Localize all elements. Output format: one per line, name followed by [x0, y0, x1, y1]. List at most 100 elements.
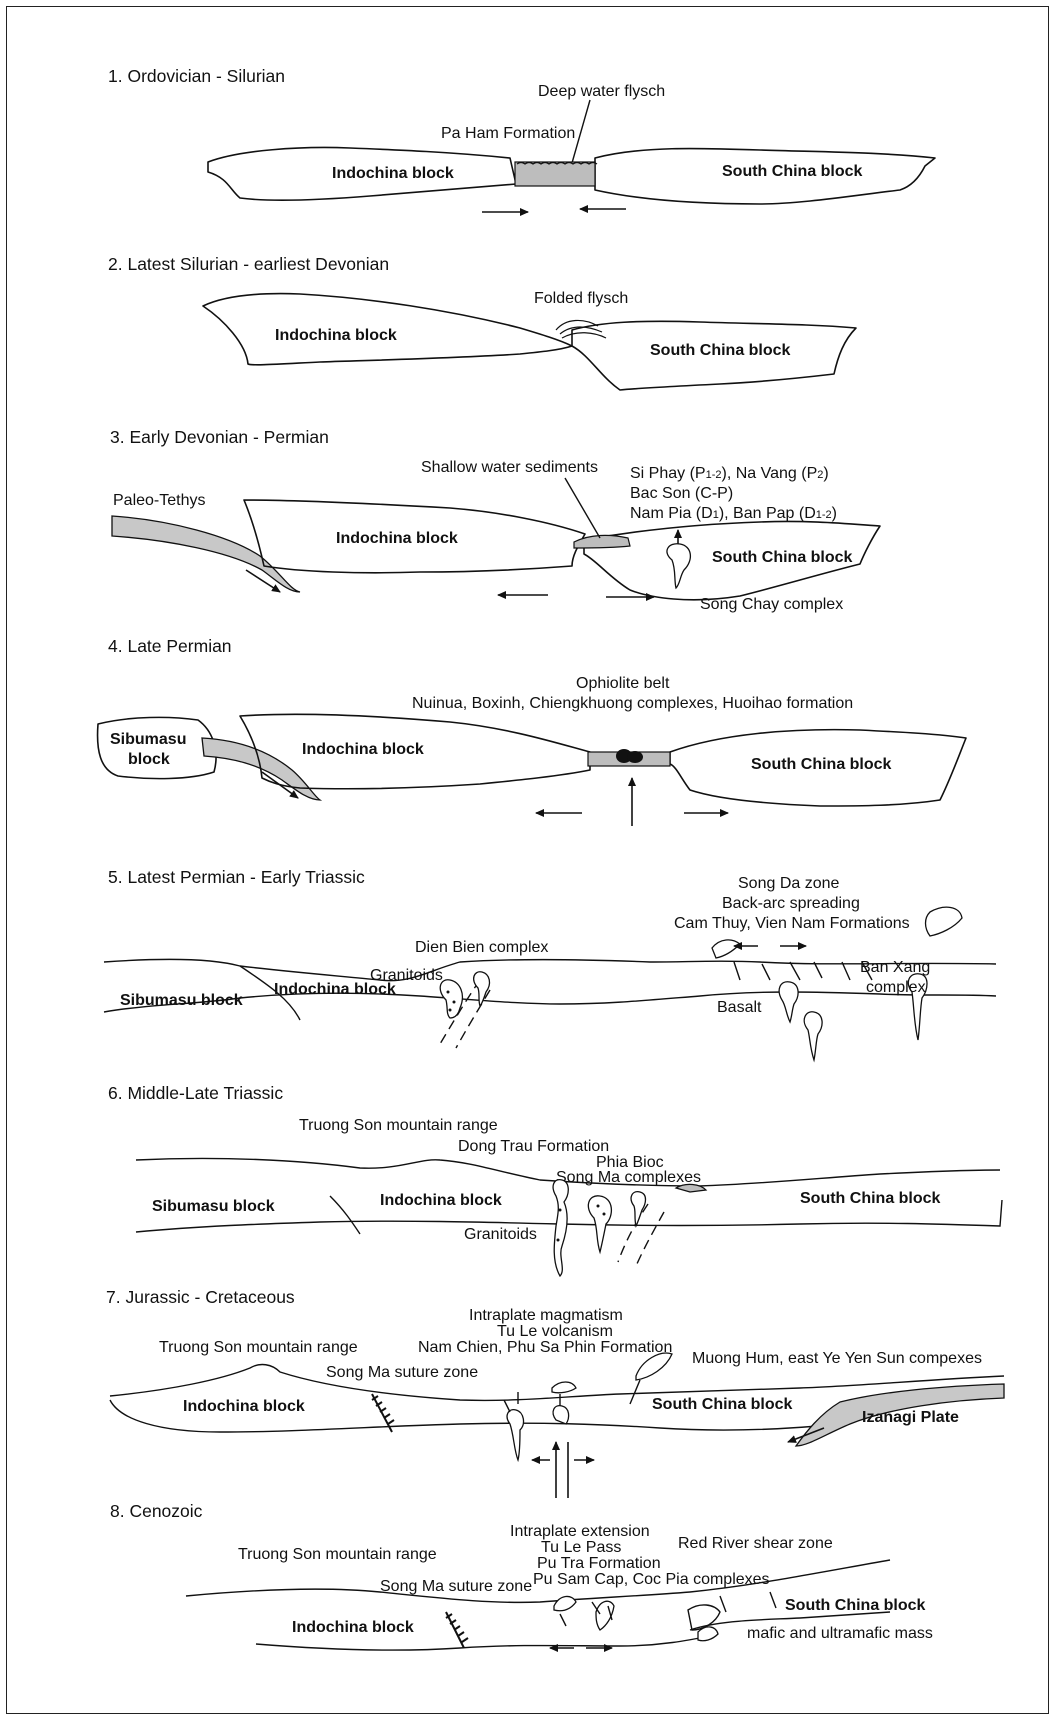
panel-3: 3. Early Devonian - Permian Shallow wate… [110, 427, 881, 613]
indochina-block-shape-3 [243, 499, 586, 574]
volcanic-flow-7a [551, 1381, 577, 1394]
back-arc-faults-5 [733, 961, 873, 981]
panel-3-title: 3. Early Devonian - Permian [110, 427, 329, 447]
label-song-chay-complex: Song Chay complex [700, 596, 843, 613]
label-south-china-block-8: South China block [785, 1597, 926, 1614]
label-south-china-block-3: South China block [712, 549, 853, 566]
label-south-china-block-2: South China block [650, 342, 791, 359]
indochina-block-shape-4 [239, 713, 591, 790]
label-truong-son-7: Truong Son mountain range [159, 1339, 358, 1356]
label-ban-xang-5b: complex [866, 979, 926, 996]
ophiolite-body-2 [627, 751, 643, 763]
intraplate-pluton-7a [506, 1409, 525, 1463]
label-bac-son: Bac Son (C-P) [630, 485, 733, 502]
red-river-faults [719, 1591, 777, 1613]
granitoid-pluton-5a [439, 979, 464, 1019]
south-china-block-shape-2 [571, 320, 857, 391]
label-truong-son-6: Truong Son mountain range [299, 1117, 498, 1134]
panel-2-title: 2. Latest Silurian - earliest Devonian [108, 254, 389, 274]
song-ma-basin [674, 1183, 708, 1193]
label-tu-le-volcanism: Tu Le volcanism [497, 1323, 613, 1340]
extension-faults-8 [559, 1601, 613, 1627]
label-dien-bien-complex: Dien Bien complex [415, 939, 548, 956]
label-ophiolite-belt: Ophiolite belt [576, 675, 670, 692]
leader-shallow [564, 477, 601, 539]
granitoid-pluton-5b [472, 971, 491, 1008]
pu-sam-cap-body-8 [595, 1600, 615, 1631]
pa-ham-basin [514, 161, 596, 187]
label-muong-hum: Muong Hum, east Ye Yen Sun compexes [692, 1350, 982, 1367]
label-indochina-block-8: Indochina block [292, 1619, 414, 1636]
label-basalt: Basalt [717, 999, 762, 1016]
subducting-slab-4 [201, 737, 323, 801]
pluton-dot [448, 1008, 452, 1012]
mafic-mass [697, 1626, 719, 1642]
panel-8-title: 8. Cenozoic [110, 1501, 203, 1521]
label-sibumasu-4b: block [128, 751, 170, 768]
label-truong-son-8: Truong Son mountain range [238, 1546, 437, 1563]
panel-6-title: 6. Middle-Late Triassic [108, 1083, 283, 1103]
label-folded-flysch: Folded flysch [534, 290, 628, 307]
label-intraplate-extension: Intraplate extension [510, 1523, 650, 1540]
tu-le-flow-8 [553, 1595, 577, 1612]
pluton-dot [596, 1204, 600, 1208]
sibumasu-boundary [239, 965, 301, 1021]
red-river-shear-body [687, 1604, 721, 1631]
label-song-ma-complexes: Song Ma complexes [556, 1169, 701, 1186]
paleo-tethys-slab [111, 515, 301, 593]
pluton-dot [558, 1208, 562, 1212]
south-china-base-8 [689, 1611, 891, 1631]
pluton-dot [556, 1238, 560, 1242]
granitoid-pluton-6a [552, 1179, 569, 1278]
indochina-block-shape [207, 146, 517, 201]
granitoid-pluton-6c [630, 1191, 647, 1228]
label-indochina-block-6: Indochina block [380, 1192, 502, 1209]
label-south-china-block-7: South China block [652, 1396, 793, 1413]
basalt-flow-5b [924, 906, 963, 937]
label-sibumasu-4a: Sibumasu [110, 731, 186, 748]
song-ma-suture-7 [371, 1393, 395, 1433]
subduction-arrow-7 [787, 1427, 825, 1443]
label-pu-sam-cap: Pu Sam Cap, Coc Pia complexes [533, 1571, 770, 1588]
subduction-arrow-3 [245, 569, 281, 593]
pluton-dot [446, 990, 450, 994]
label-red-river-shear-zone: Red River shear zone [678, 1535, 833, 1552]
label-intraplate-magmatism: Intraplate magmatism [469, 1307, 623, 1324]
panel-7-title: 7. Jurassic - Cretaceous [106, 1287, 295, 1307]
izanagi-slab [794, 1383, 1005, 1447]
flysch-fill [516, 161, 598, 165]
ban-xang-pluton [907, 973, 928, 1041]
label-granitoids-5: Granitoids [370, 967, 443, 984]
panel-4-title: 4. Late Permian [108, 636, 232, 656]
base-line-8 [255, 1635, 711, 1651]
label-shallow-water-sediments: Shallow water sediments [421, 459, 598, 476]
label-cam-thuy: Cam Thuy, Vien Nam Formations [674, 915, 910, 932]
panel-1-title: 1. Ordovician - Silurian [108, 66, 285, 86]
song-chay-pluton [666, 543, 691, 590]
pluton-dot [452, 1000, 456, 1004]
shallow-water-basin [573, 534, 631, 549]
label-song-ma-suture-7: Song Ma suture zone [326, 1364, 478, 1381]
panel-5: 5. Latest Permian - Early Triassic Song … [103, 867, 997, 1063]
basalt-pluton-5a [778, 981, 799, 1024]
label-song-ma-suture-8: Song Ma suture zone [380, 1578, 532, 1595]
label-sibumasu-block-6: Sibumasu block [152, 1198, 275, 1215]
base-line-5 [103, 991, 997, 1013]
folded-flysch-shape [555, 319, 607, 339]
label-indochina-block-7: Indochina block [183, 1398, 305, 1415]
label-paleo-tethys: Paleo-Tethys [113, 492, 206, 509]
label-indochina-block-4: Indochina block [302, 741, 424, 758]
label-ophiolite-complexes: Nuinua, Boxinh, Chiengkhuong complexes, … [412, 695, 853, 712]
label-back-arc-spreading: Back-arc spreading [722, 895, 860, 912]
surface-line-7 [109, 1363, 1005, 1402]
panel-8: 8. Cenozoic Intraplate extension Tu Le P… [110, 1501, 933, 1652]
label-nam-pia-ban-pap: Nam Pia (D1), Ban Pap (D1-2) [630, 505, 837, 522]
south-china-block-shape-4 [669, 728, 967, 807]
granitoid-pluton-6b [587, 1195, 612, 1255]
intraplate-pluton-7b [552, 1405, 570, 1425]
label-south-china-block-4: South China block [751, 756, 892, 773]
basalt-pluton-5b [803, 1011, 823, 1063]
label-phia-bioc: Phia Bioc [596, 1154, 664, 1171]
label-indochina-block-5: Indochina block [274, 981, 396, 998]
